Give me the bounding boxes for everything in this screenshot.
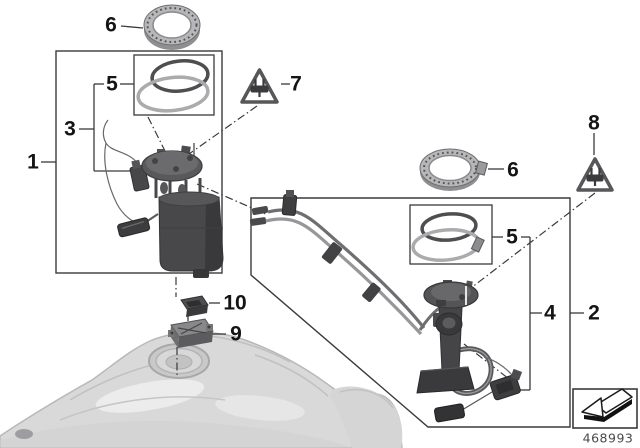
- lever-sensor: [489, 374, 521, 401]
- seal-ring-box-left: [133, 54, 215, 116]
- callout-6-right[interactable]: 6: [507, 158, 519, 182]
- seal-ring-light: [136, 75, 210, 113]
- part-number: 468993: [582, 430, 634, 446]
- fuel-level-sender: [416, 280, 523, 423]
- callout-5-right[interactable]: 5: [506, 225, 518, 249]
- control-module-item9: [168, 318, 214, 348]
- float: [117, 217, 151, 238]
- fuel-tank: [0, 331, 403, 448]
- callout-3[interactable]: 3: [64, 117, 76, 141]
- callout-6-left[interactable]: 6: [105, 13, 117, 37]
- callout-1[interactable]: 1: [27, 150, 39, 174]
- lock-ring-right: [419, 148, 488, 191]
- callout-10[interactable]: 10: [223, 291, 247, 315]
- warning-triangle-right: [576, 157, 614, 192]
- pump-flange: [141, 143, 203, 182]
- seal-ring-dark: [420, 212, 478, 242]
- tank-drain-hole: [15, 429, 33, 439]
- seal-ring-dark: [150, 59, 210, 93]
- tank-opening-ring: [148, 343, 210, 379]
- seal-ring-box-right: [409, 204, 493, 265]
- legend-box: [572, 388, 638, 429]
- fuel-pump-assembly: [102, 119, 224, 278]
- callout-4[interactable]: 4: [544, 301, 556, 325]
- cover-cap-item10: [180, 295, 209, 317]
- float: [433, 403, 466, 423]
- callout-5-left[interactable]: 5: [106, 72, 118, 96]
- callout-8[interactable]: 8: [588, 111, 600, 135]
- callout-9[interactable]: 9: [230, 322, 242, 346]
- ring-clip: [474, 160, 488, 176]
- callout-7[interactable]: 7: [290, 72, 302, 96]
- sender-flange: [423, 280, 479, 309]
- callout-2[interactable]: 2: [588, 301, 600, 325]
- direction-arrow-icon: [581, 388, 633, 422]
- hose-clamp: [470, 236, 485, 253]
- fuel-lines: [249, 190, 443, 336]
- lock-ring-left: [143, 4, 201, 50]
- warning-triangle-left: [240, 68, 279, 104]
